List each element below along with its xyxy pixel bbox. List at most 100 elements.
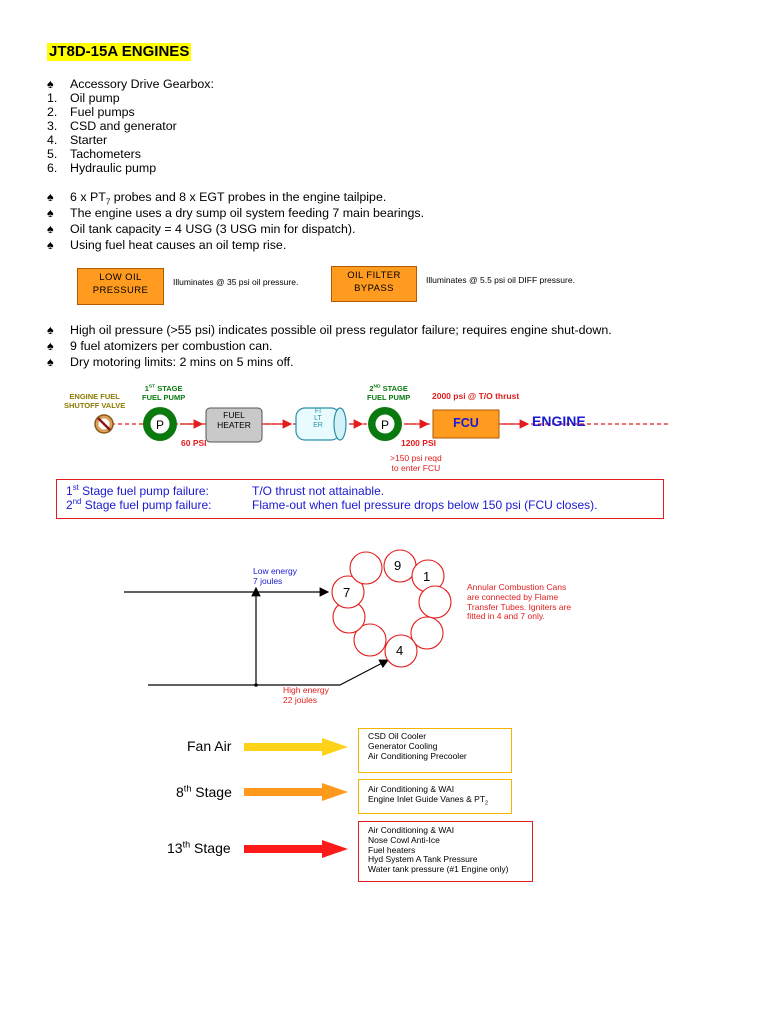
eighth-stage-label: 8th Stage: [176, 784, 232, 800]
filter-label: FILTER: [313, 408, 323, 429]
label-sup: ND: [373, 384, 381, 390]
list-item-text: Starter: [70, 133, 108, 147]
eighth-stage-arrow: [244, 783, 348, 801]
stage1-failure-label: 1st Stage fuel pump failure:: [66, 484, 209, 498]
fact-text: 6 x PT: [70, 190, 106, 204]
list-item-text: Oil pump: [70, 91, 120, 105]
label-line: Low energy: [253, 566, 297, 576]
note-line: fitted in 4 and 7 only.: [467, 611, 545, 622]
can-4: [384, 634, 418, 668]
list-number: 5.: [47, 147, 58, 161]
use-line: Fuel heaters: [368, 844, 416, 855]
failure-text: Stage fuel pump failure:: [81, 498, 212, 512]
combustion-cans: [331, 549, 452, 668]
label-line: FUEL PUMP: [367, 393, 411, 402]
fuel-heater: [205, 407, 263, 443]
spade-icon: ♠: [47, 222, 54, 236]
can: [349, 551, 383, 585]
source-text: Stage: [191, 784, 232, 800]
use-sub: 2: [485, 800, 489, 807]
fact-oil-tank: ♠ Oil tank capacity = 4 USG (3 USG min fo…: [47, 222, 355, 236]
failure-text: 2: [66, 498, 73, 512]
combustion-cans-note: Annular Combustion Cans are connected by…: [467, 582, 572, 622]
thirteenth-stage-arrow: [244, 840, 348, 858]
high-energy-label: High energy 22 joules: [283, 685, 329, 705]
gearbox-item: 3.CSD and generator: [47, 119, 177, 133]
gearbox-item: 1. Oil pump: [47, 91, 120, 105]
junction-dot: [254, 683, 258, 687]
svg-text:P: P: [381, 418, 389, 432]
can: [353, 623, 387, 657]
use-text: Engine Inlet Guide Vanes & PT: [368, 793, 486, 804]
fcu-label: FCU: [453, 416, 479, 430]
failure-text: Stage fuel pump failure:: [78, 484, 209, 498]
spade-icon: ♠: [47, 323, 54, 337]
spade-icon: ♠: [47, 77, 54, 91]
fuel-filter-icon: [295, 407, 347, 441]
label-line: ENGINE FUEL: [69, 392, 120, 401]
can-7: [331, 575, 365, 609]
stage1-pump-icon: P: [143, 407, 177, 441]
fact-high-oil: ♠High oil pressure (>55 psi) indicates p…: [47, 323, 612, 337]
can-7-label: 7: [343, 585, 351, 600]
spade-icon: ♠: [47, 355, 54, 369]
light-label-line: LOW OIL: [99, 272, 142, 283]
fact-atomizers: ♠9 fuel atomizers per combustion can.: [47, 339, 272, 353]
can: [418, 585, 452, 619]
fuel-heater-label: FUEL HEATER: [206, 410, 262, 430]
psi-1200-label: 1200 PSI: [401, 438, 436, 448]
fact-text: Using fuel heat causes an oil temp rise.: [70, 238, 287, 252]
label-text: STAGE: [380, 384, 408, 393]
light-label-line: OIL FILTER: [347, 270, 401, 281]
failure-sup: st: [72, 483, 79, 492]
spade-icon: ♠: [47, 238, 54, 252]
thirteenth-stage-label: 13th Stage: [167, 840, 231, 856]
shutoff-valve-label: ENGINE FUEL SHUTOFF VALVE: [64, 392, 125, 410]
bleed-arrows: [244, 738, 348, 858]
fact-subscript: 7: [105, 197, 111, 207]
low-oil-pressure-light: LOW OIL PRESSURE: [77, 268, 164, 305]
note-line: Transfer Tubes. Igniters are: [467, 601, 572, 612]
use-line: Water tank pressure (#1 Engine only): [368, 864, 509, 875]
ignition-diagram: [124, 549, 452, 687]
source-sup: th: [183, 783, 192, 794]
list-number: 1.: [47, 91, 58, 105]
list-item-text: Fuel pumps: [70, 105, 135, 119]
gearbox-heading: ♠Accessory Drive Gearbox:: [47, 77, 214, 91]
stage1-pump-label: 1ST STAGE FUEL PUMP: [142, 384, 185, 402]
label-line: High energy: [283, 685, 329, 695]
svg-text:P: P: [156, 418, 164, 432]
can-9-label: 9: [394, 558, 402, 573]
stage2-pump-label: 2ND STAGE FUEL PUMP: [367, 384, 410, 402]
use-line: Engine Inlet Guide Vanes & PT2: [368, 793, 511, 807]
label-line: 7 joules: [253, 575, 283, 586]
fact-dry-sump: ♠The engine uses a dry sump oil system f…: [47, 206, 424, 220]
thrust-pressure-label: 2000 psi @ T/O thrust: [432, 391, 520, 401]
fact-probes: ♠6 x PT7 probes and 8 x EGT probes in th…: [47, 190, 386, 207]
can-1-label: 1: [423, 569, 431, 584]
source-text: 13: [167, 840, 183, 856]
can-4-label: 4: [396, 643, 404, 658]
engine-label: ENGINE: [532, 413, 586, 429]
fact-text: Dry motoring limits: 2 mins on 5 mins of…: [70, 355, 294, 369]
fan-air-arrow: [244, 738, 348, 756]
label-text: 2: [369, 384, 374, 393]
fan-air-uses-box: CSD Oil Cooler Generator Cooling Air Con…: [358, 728, 512, 773]
can: [410, 616, 444, 650]
source-text: Stage: [190, 840, 231, 856]
label-line: 22 joules: [283, 694, 318, 705]
use-line: CSD Oil Cooler: [368, 731, 427, 741]
fcu-requirement-label: >150 psi reqd to enter FCU: [390, 453, 442, 473]
list-item-text: Tachometers: [70, 147, 141, 161]
fact-fuel-heat: ♠ Using fuel heat causes an oil temp rise…: [47, 238, 286, 252]
use-line: Generator Cooling: [368, 740, 438, 751]
low-energy-label: Low energy 7 joules: [253, 566, 297, 586]
light-label-line: PRESSURE: [92, 285, 149, 296]
shutoff-valve-icon: [94, 414, 114, 434]
light-label-line: BYPASS: [354, 283, 394, 294]
fact-text: Oil tank capacity = 4 USG (3 USG min for…: [70, 222, 356, 236]
list-number: 2.: [47, 105, 58, 119]
label-line: SHUTOFF VALVE: [64, 401, 126, 410]
label-line: HEATER: [217, 420, 251, 430]
fan-air-label: Fan Air: [187, 738, 232, 754]
